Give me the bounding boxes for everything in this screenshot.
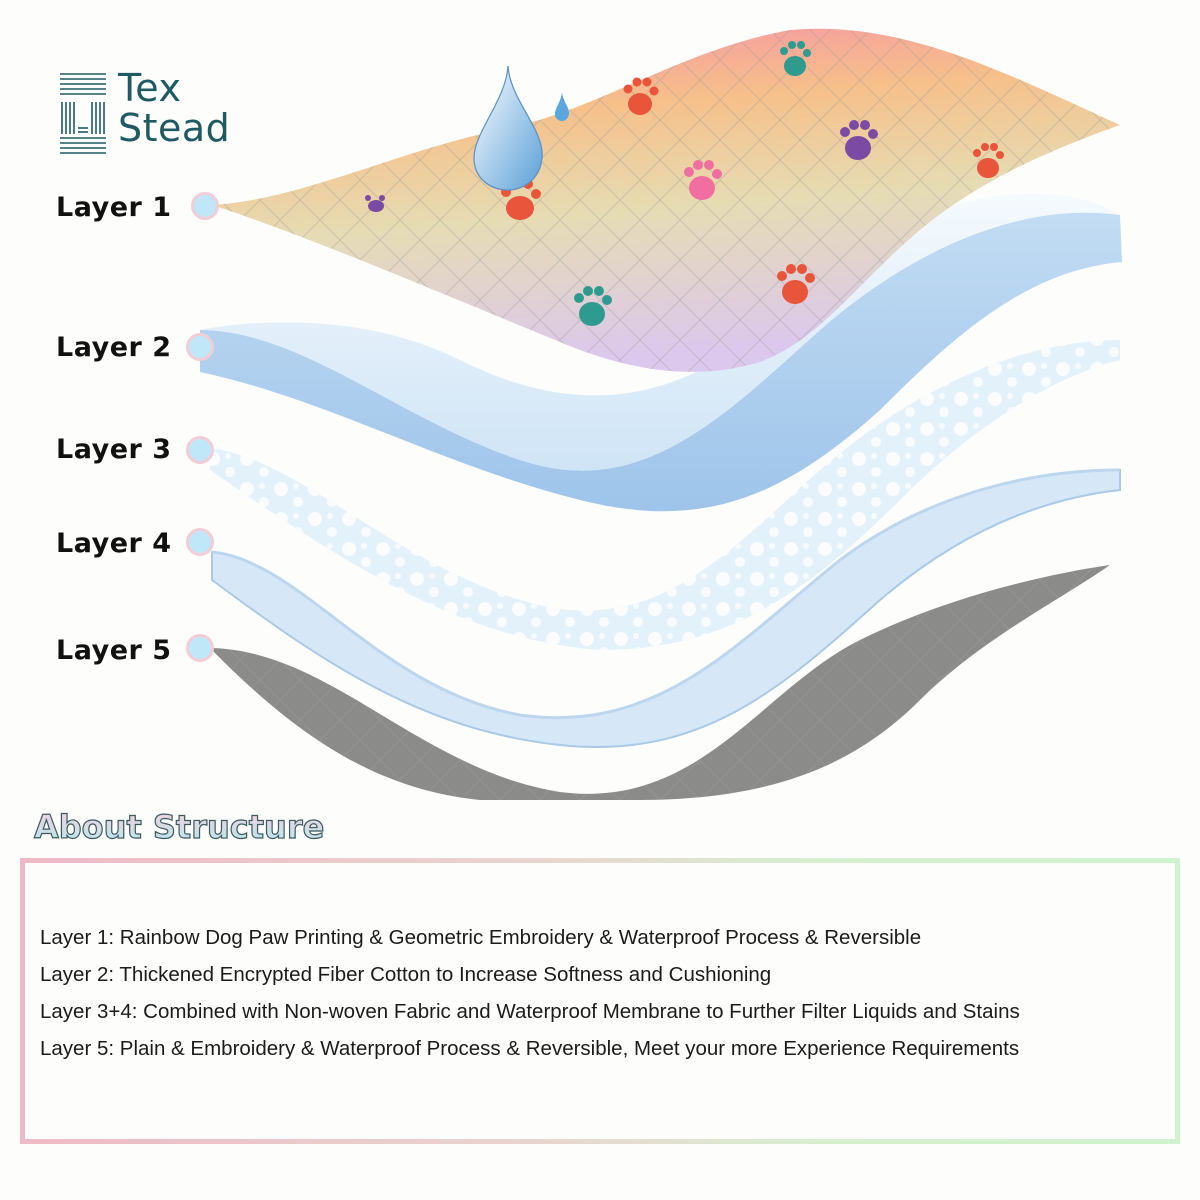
about-structure-content: Layer 1: Rainbow Dog Paw Printing & Geom…	[25, 863, 1175, 1139]
paw-print-icon	[840, 120, 878, 160]
layer-3-label: Layer 3	[56, 434, 172, 465]
brand-name: Tex Stead	[118, 68, 230, 148]
structure-line-layer-5: Layer 5: Plain & Embroidery & Waterproof…	[40, 1037, 1020, 1060]
layer-1-rainbow-fabric	[212, 28, 1120, 372]
about-structure-heading: About Structure	[33, 807, 325, 846]
layer-1-marker-dot	[191, 192, 219, 220]
paw-print-icon	[623, 77, 659, 115]
paw-print-icon	[574, 286, 612, 326]
layer-5-label: Layer 5	[56, 635, 172, 666]
layer-4-marker-dot	[186, 528, 214, 556]
layer-5-fabric	[210, 565, 1110, 800]
brand-line-1: Tex	[118, 66, 182, 110]
layer-4-membrane	[211, 468, 1121, 749]
water-drop-icon	[473, 65, 543, 191]
brand-line-2: Stead	[118, 106, 231, 150]
layer-1-label: Layer 1	[56, 192, 172, 223]
layer-2-cotton	[200, 193, 1122, 512]
logo-mark-icon	[60, 73, 106, 154]
layer-5-marker-dot	[186, 634, 214, 662]
paw-print-icon	[780, 41, 811, 76]
structure-line-layer-2: Layer 2: Thickened Encrypted Fiber Cotto…	[40, 963, 772, 986]
brand-logo: Tex Stead	[60, 68, 230, 156]
paw-print-icon	[973, 143, 1004, 178]
layer-2-label: Layer 2	[56, 332, 172, 363]
layer-4-label: Layer 4	[56, 528, 172, 559]
paw-print-icon	[684, 160, 722, 200]
layer-illustration	[200, 28, 1122, 800]
about-structure-box: Layer 1: Rainbow Dog Paw Printing & Geom…	[20, 858, 1180, 1144]
layer-3-marker-dot	[186, 436, 214, 464]
structure-line-layer-1: Layer 1: Rainbow Dog Paw Printing & Geom…	[40, 926, 922, 949]
paw-print-icon	[777, 264, 815, 304]
water-drop-icon	[555, 92, 570, 121]
structure-line-layer-3-4: Layer 3+4: Combined with Non-woven Fabri…	[40, 1000, 1020, 1023]
layer-2-marker-dot	[186, 333, 214, 361]
layer-3-nonwoven	[210, 340, 1120, 650]
paw-print-icon	[365, 195, 385, 212]
